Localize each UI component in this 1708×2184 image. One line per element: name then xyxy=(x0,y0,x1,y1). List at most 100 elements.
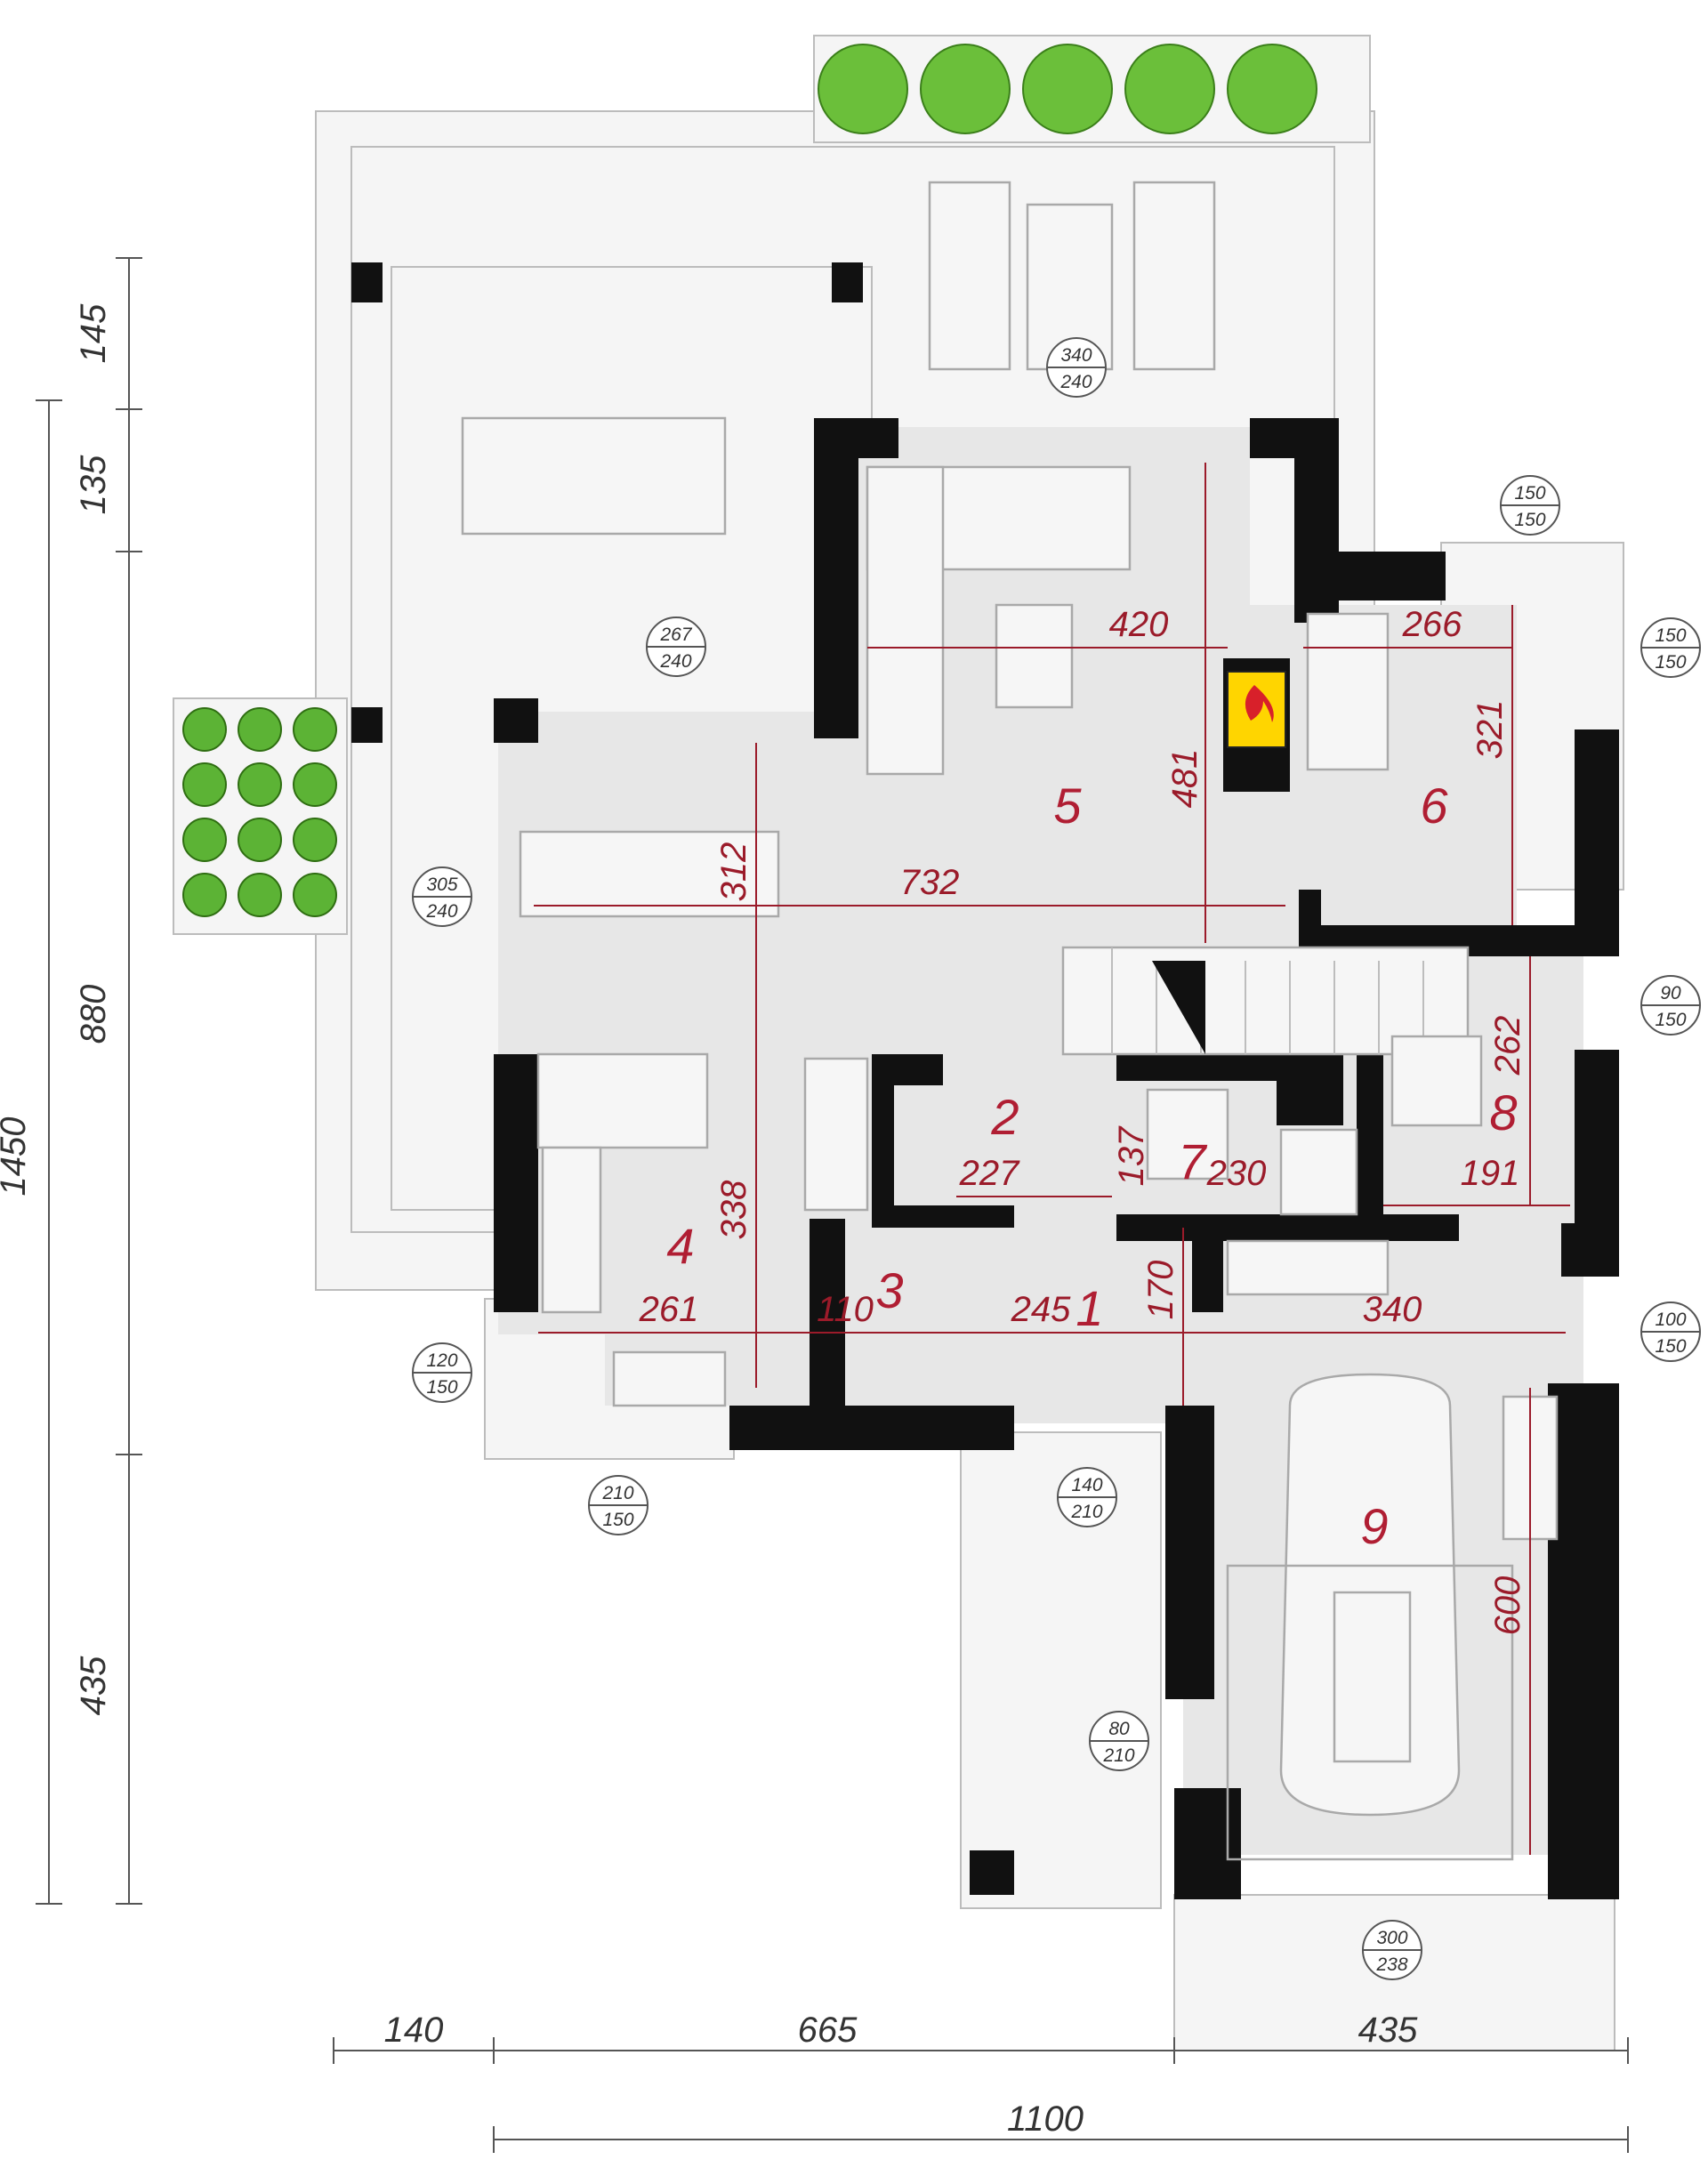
shrub-icon xyxy=(238,873,282,917)
svg-text:305: 305 xyxy=(426,874,457,895)
garage-parking-bay xyxy=(1226,1564,1514,1861)
window-tag: 340 240 xyxy=(1046,337,1107,398)
shrubs xyxy=(182,707,337,917)
svg-text:150: 150 xyxy=(602,1510,633,1530)
wall-garage-right xyxy=(1548,1383,1619,1899)
fireplace xyxy=(1227,671,1286,748)
dim-340: 340 xyxy=(1363,1290,1422,1329)
column xyxy=(970,1850,1014,1895)
overall-135: 135 xyxy=(74,455,113,514)
shrub-icon xyxy=(182,707,227,752)
room-8: 8 xyxy=(1489,1084,1517,1140)
overall-1100: 1100 xyxy=(1007,2099,1084,2139)
svg-text:210: 210 xyxy=(601,1483,633,1503)
tree-icon xyxy=(818,44,908,134)
wall-garage-door xyxy=(1192,1237,1223,1312)
svg-text:240: 240 xyxy=(425,901,457,922)
window-tag: 300 238 xyxy=(1362,1920,1422,1980)
outdoor-table xyxy=(461,416,727,536)
wall-right-upper xyxy=(1575,729,1619,952)
car-roof xyxy=(1333,1591,1412,1763)
stair-arrow xyxy=(1152,961,1205,1054)
dim-312: 312 xyxy=(714,842,753,902)
room-4: 4 xyxy=(666,1218,694,1274)
svg-text:150: 150 xyxy=(1655,652,1686,673)
svg-text:80: 80 xyxy=(1108,1719,1130,1739)
shrub-icon xyxy=(293,707,337,752)
wall-wc-bottom xyxy=(1116,1214,1459,1241)
dim-170: 170 xyxy=(1141,1261,1180,1320)
armchair xyxy=(1306,612,1390,771)
wall-pantry xyxy=(810,1219,845,1406)
svg-text:240: 240 xyxy=(1059,372,1092,392)
svg-text:150: 150 xyxy=(1514,483,1545,504)
overall-1450: 1450 xyxy=(0,1117,33,1197)
tree-icon xyxy=(920,44,1011,134)
window-callouts: 340 240 150 150 150 150 267 240 305 240 xyxy=(412,337,1701,1980)
utility-cabinets xyxy=(1226,1239,1390,1296)
dim-245: 245 xyxy=(1011,1290,1071,1329)
flame-icon xyxy=(1245,685,1274,722)
shrub-icon xyxy=(182,762,227,807)
wall-bottom-entry xyxy=(729,1406,1014,1450)
room-5: 5 xyxy=(1053,778,1082,834)
shrub-icon xyxy=(293,818,337,862)
room-2: 2 xyxy=(990,1089,1019,1145)
dim-732: 732 xyxy=(900,863,960,902)
toilet xyxy=(1146,1088,1229,1181)
overall-435-vertical: 435 xyxy=(74,1656,113,1715)
wall-kitchen-left xyxy=(494,1054,538,1312)
room-1: 1 xyxy=(1076,1280,1103,1336)
overall-140: 140 xyxy=(384,2011,444,2050)
dim-230: 230 xyxy=(1206,1154,1267,1193)
wall-garage-bottom-left xyxy=(1174,1788,1241,1899)
window-tag: 150 150 xyxy=(1640,617,1701,678)
svg-text:267: 267 xyxy=(659,625,692,645)
furniture xyxy=(461,181,1559,1861)
dim-137: 137 xyxy=(1112,1125,1151,1186)
svg-text:150: 150 xyxy=(1514,510,1545,530)
trees xyxy=(818,44,1317,134)
wall-hall-bottom xyxy=(872,1205,1014,1228)
svg-text:240: 240 xyxy=(659,651,691,672)
window-tag: 140 210 xyxy=(1057,1467,1117,1527)
bath-tub-corner xyxy=(1390,1035,1483,1127)
wall-bath-left xyxy=(1357,1054,1383,1232)
column xyxy=(832,262,863,302)
svg-text:100: 100 xyxy=(1655,1310,1686,1330)
dim-481: 481 xyxy=(1165,749,1204,809)
shrub-icon xyxy=(238,707,282,752)
wall-study-door xyxy=(1299,890,1321,943)
svg-text:238: 238 xyxy=(1375,1954,1407,1975)
room-3: 3 xyxy=(875,1262,903,1318)
tree-icon xyxy=(1022,44,1113,134)
window-tag: 305 240 xyxy=(412,866,472,927)
shrub-icon xyxy=(293,762,337,807)
window-tag: 150 150 xyxy=(1500,475,1560,536)
shrub-icon xyxy=(238,818,282,862)
svg-text:210: 210 xyxy=(1070,1502,1102,1522)
svg-text:210: 210 xyxy=(1102,1745,1134,1766)
svg-text:150: 150 xyxy=(1655,1010,1686,1030)
wall-study-top xyxy=(1294,552,1446,600)
column xyxy=(351,262,383,302)
overall-435-horizontal: 435 xyxy=(1358,2011,1418,2050)
svg-text:300: 300 xyxy=(1376,1928,1407,1948)
kitchen-counter xyxy=(536,1052,709,1149)
washer xyxy=(1279,1128,1358,1216)
svg-text:150: 150 xyxy=(1655,625,1686,646)
tree-icon xyxy=(1124,44,1215,134)
window-tag: 80 210 xyxy=(1089,1711,1149,1771)
shrub-icon xyxy=(182,818,227,862)
dim-261: 261 xyxy=(639,1290,699,1329)
shrub-icon xyxy=(238,762,282,807)
room-9: 9 xyxy=(1360,1498,1388,1554)
overall-880: 880 xyxy=(74,985,113,1044)
coffee-table xyxy=(995,603,1074,709)
appliances xyxy=(803,1057,869,1212)
sofa-side xyxy=(866,465,945,776)
dim-191: 191 xyxy=(1461,1154,1520,1193)
lounger xyxy=(928,181,1011,371)
column xyxy=(494,698,538,743)
overall-145: 145 xyxy=(74,303,113,363)
